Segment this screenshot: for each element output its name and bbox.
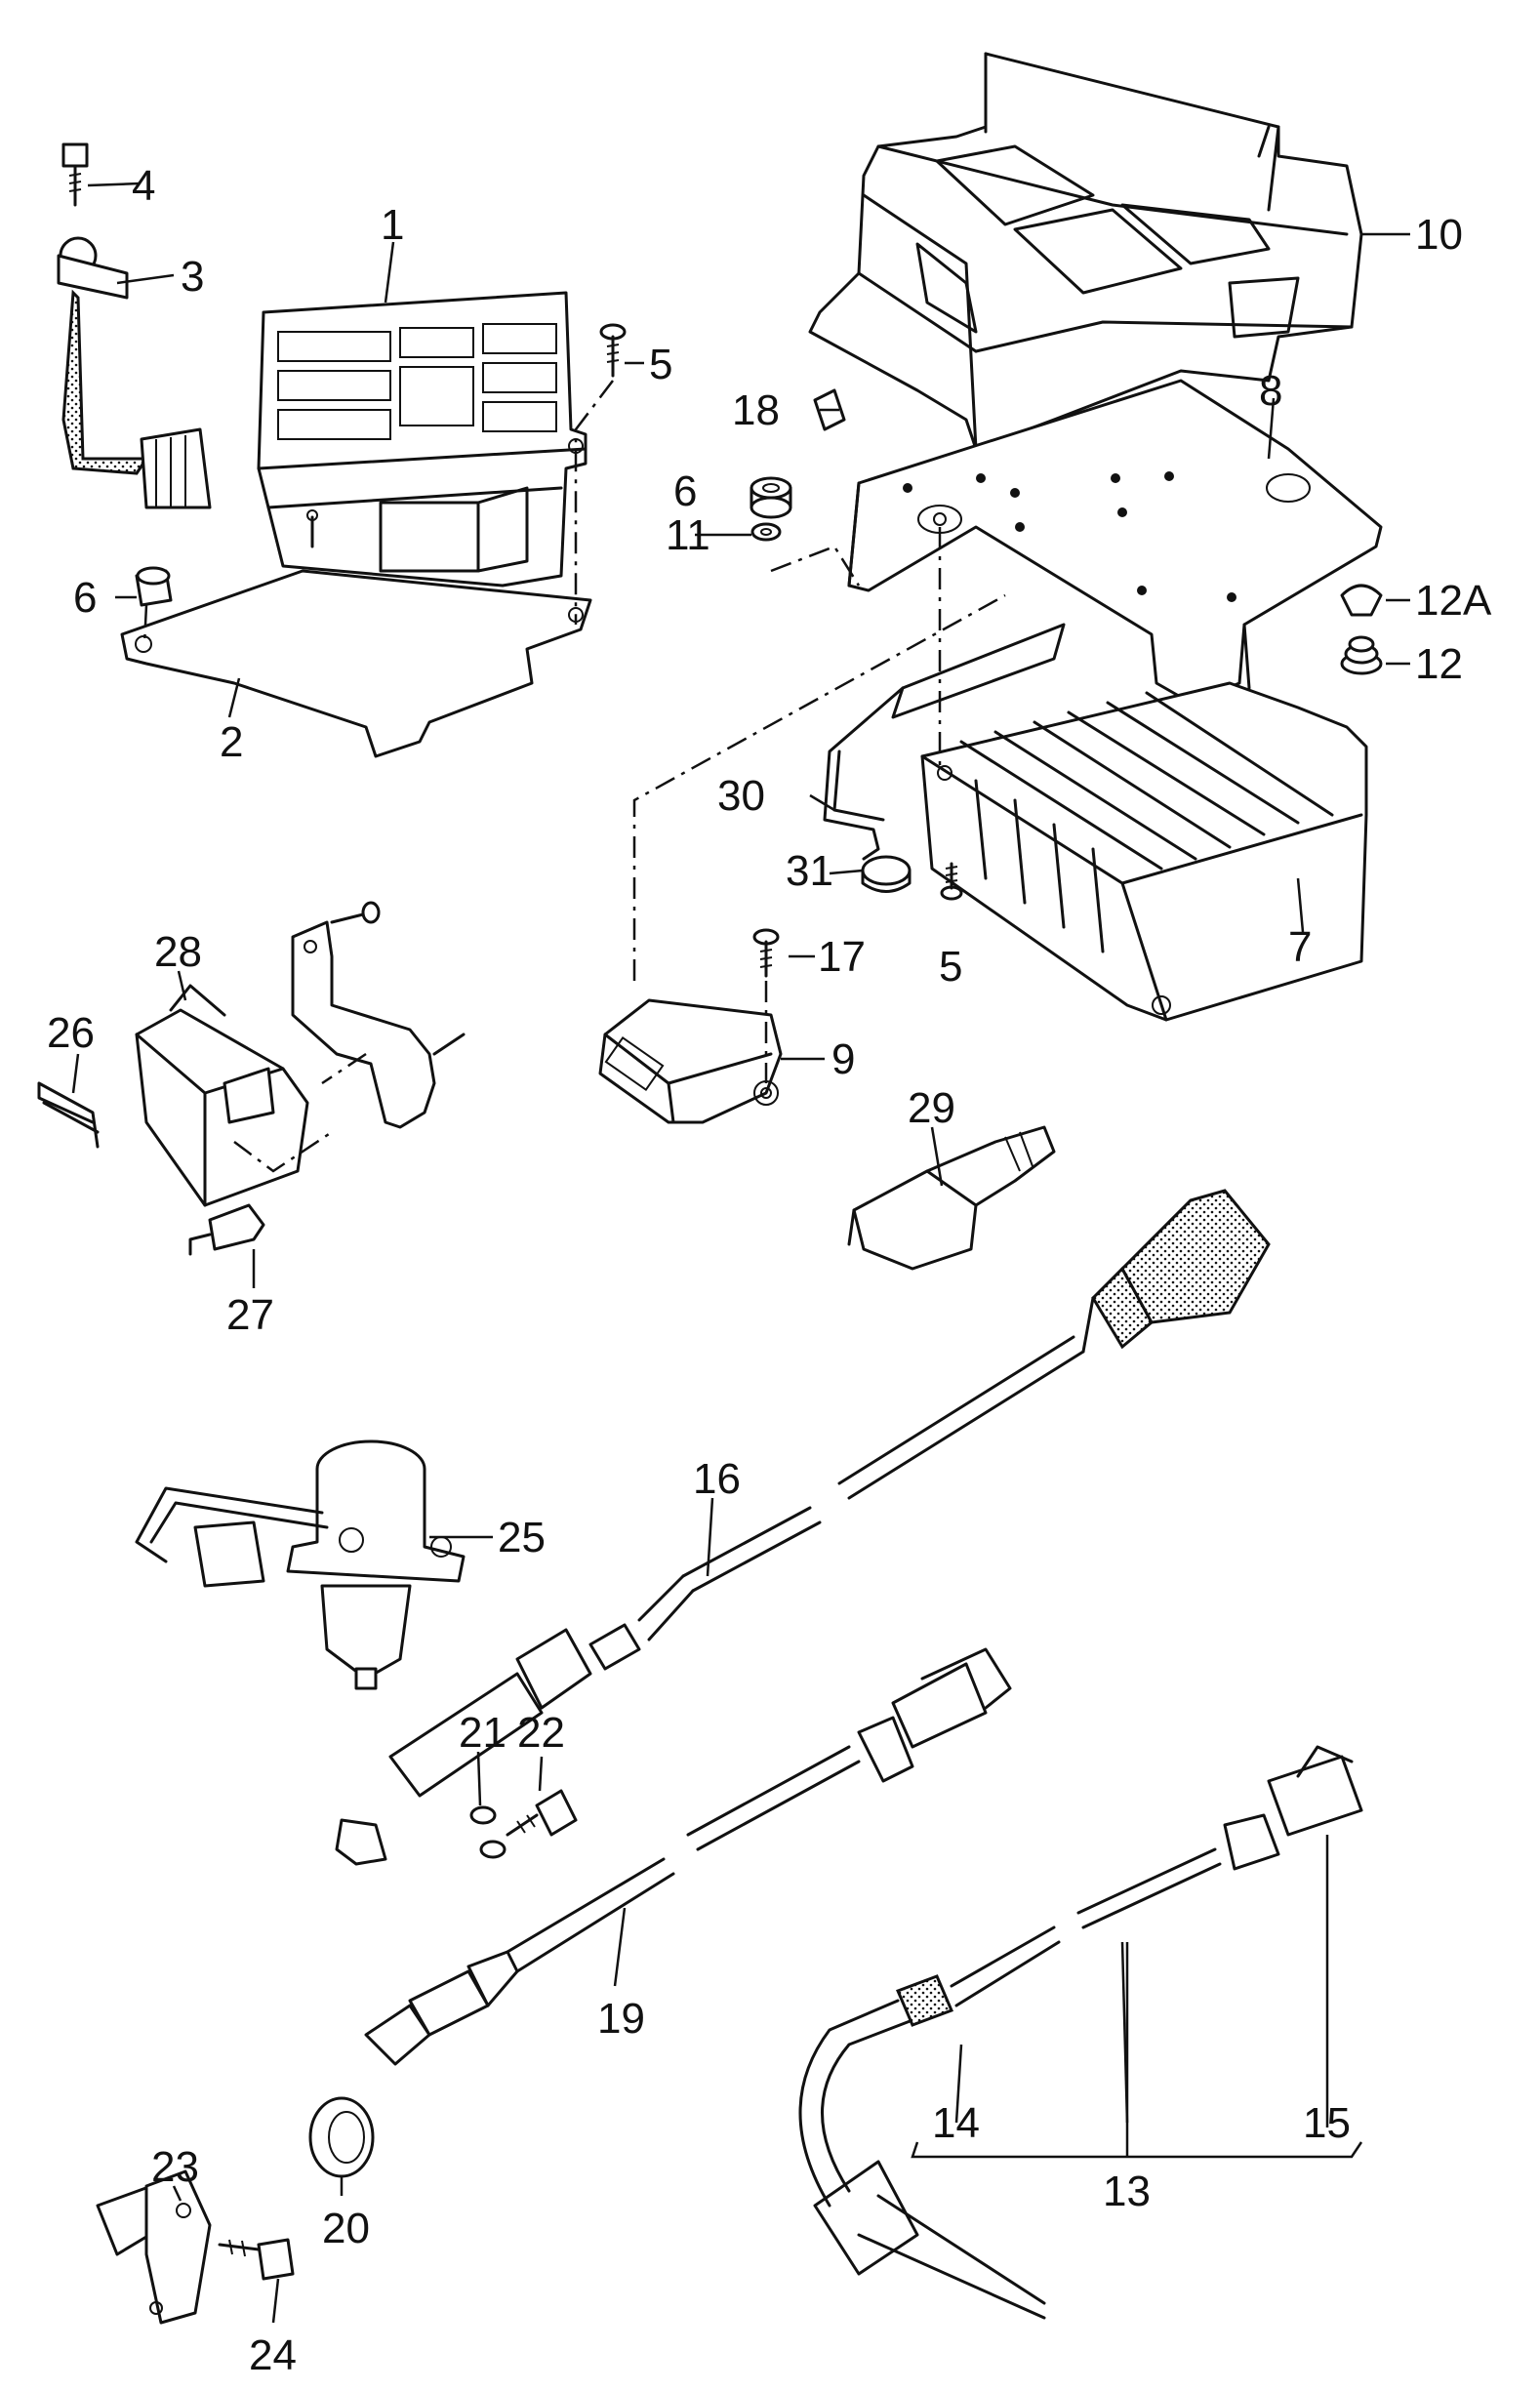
callout-29: 29 [908, 1084, 955, 1132]
oxygen-sensor-part-16 [335, 1189, 1271, 1866]
plate-part-8 [847, 379, 1383, 705]
callout-6-left: 6 [73, 574, 97, 622]
callout-15: 15 [1303, 2099, 1351, 2147]
nut-part-6-left [135, 566, 173, 607]
leader-lines [71, 182, 1410, 2324]
washer-part-11 [750, 522, 782, 542]
control-unit-part-1 [257, 291, 588, 588]
sensor-part-23 [96, 2169, 212, 2325]
callout-28: 28 [154, 928, 202, 976]
callout-13: 13 [1103, 2168, 1151, 2215]
callout-3: 3 [181, 253, 204, 301]
callout-26: 26 [47, 1009, 95, 1057]
bolt-part-24 [218, 2238, 295, 2281]
callout-6-right: 6 [673, 467, 697, 515]
harness-part-3 [57, 236, 212, 509]
screw-part-17 [752, 928, 780, 978]
cover-part-10 [808, 52, 1363, 451]
callout-12: 12 [1415, 640, 1463, 688]
callout-30: 30 [717, 772, 765, 820]
callout-25: 25 [498, 1514, 546, 1561]
clip-part-31 [861, 855, 912, 893]
bracket-part-2 [120, 569, 592, 758]
control-unit-part-7 [920, 681, 1368, 1022]
callout-23: 23 [151, 2143, 199, 2191]
callout-1: 1 [381, 201, 404, 249]
callout-12a: 12A [1415, 577, 1492, 625]
bracket-part-28 [291, 901, 466, 1129]
callout-31: 31 [786, 847, 833, 895]
module-part-9 [598, 998, 783, 1124]
bolt-part-22 [506, 1789, 578, 1837]
sensor-part-19 [364, 1647, 1012, 2066]
callout-18: 18 [732, 386, 780, 434]
callout-9: 9 [831, 1035, 855, 1083]
callout-11: 11 [666, 511, 710, 559]
callout-labels: 1 2 3 4 5 5 6 6 7 8 9 10 11 12 12A 13 14… [47, 162, 1492, 2379]
callout-7: 7 [1288, 923, 1312, 971]
clip-part-26 [37, 1081, 100, 1149]
callout-17: 17 [818, 933, 866, 981]
callout-19: 19 [597, 1995, 645, 2043]
connector-part-27 [188, 1203, 265, 1256]
washer-part-21 [469, 1805, 507, 1859]
callout-2: 2 [220, 718, 243, 766]
sender-part-25 [135, 1439, 466, 1690]
bolt-part-4 [61, 142, 89, 207]
callout-21: 21 [459, 1709, 507, 1757]
grommet-part-12 [1340, 635, 1383, 675]
cap-part-12a [1340, 584, 1383, 617]
callout-16: 16 [693, 1455, 741, 1503]
callout-22: 22 [517, 1709, 565, 1757]
callout-20: 20 [322, 2205, 370, 2252]
temperature-sensor-part-13 [798, 1745, 1363, 2320]
gasket-part-20 [308, 2096, 375, 2178]
callout-5-left: 5 [649, 341, 672, 388]
screw-part-5-right [940, 862, 963, 901]
callout-14: 14 [932, 2099, 980, 2147]
valve-part-28 [135, 984, 309, 1207]
callout-5-right: 5 [939, 943, 962, 991]
switch-part-29 [847, 1125, 1056, 1271]
callout-24: 24 [249, 2331, 297, 2379]
screw-part-5-left [599, 323, 627, 378]
callout-4: 4 [132, 162, 155, 210]
callout-27: 27 [226, 1291, 274, 1339]
callout-10: 10 [1415, 211, 1463, 259]
callout-8: 8 [1259, 367, 1282, 415]
nut-part-6-right [750, 476, 792, 519]
